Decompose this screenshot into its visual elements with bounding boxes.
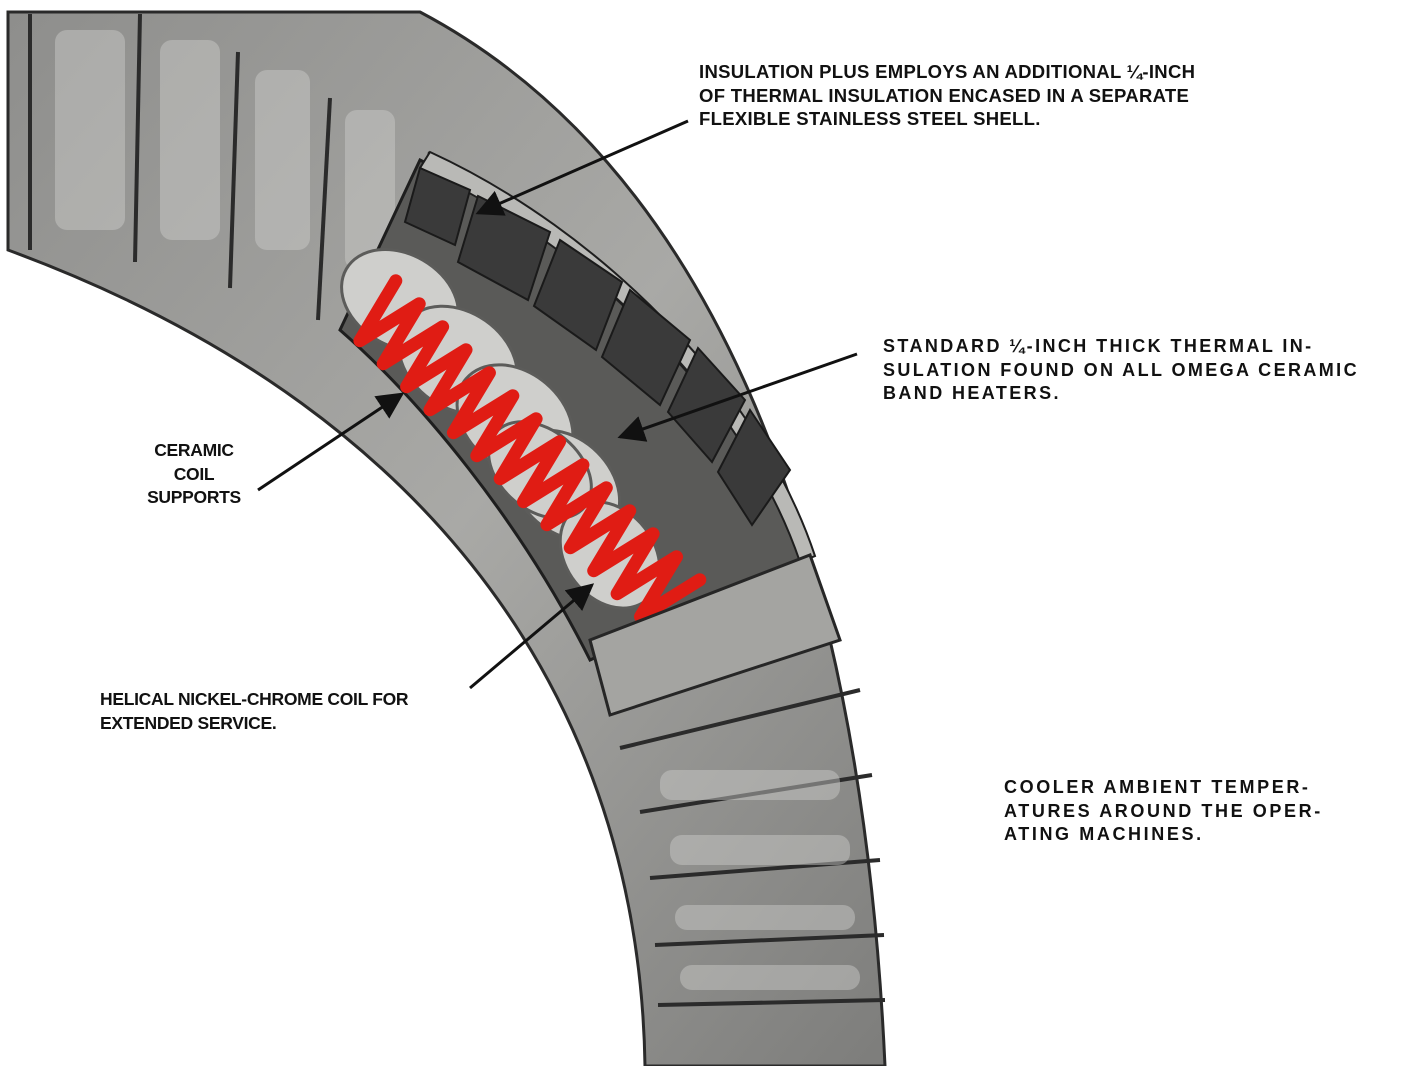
callout-line: STANDARD ¼-INCH THICK THERMAL IN- bbox=[883, 335, 1359, 359]
callout-cooler-ambient: COOLER AMBIENT TEMPER- ATURES AROUND THE… bbox=[1004, 776, 1323, 847]
callout-line: SULATION FOUND ON ALL OMEGA CERAMIC bbox=[883, 359, 1359, 383]
callout-insulation-plus: INSULATION PLUS EMPLOYS AN ADDITIONAL ¼-… bbox=[699, 60, 1195, 131]
callout-line: ATURES AROUND THE OPER- bbox=[1004, 800, 1323, 824]
callout-line: OF THERMAL INSULATION ENCASED IN A SEPAR… bbox=[699, 84, 1195, 108]
callout-standard-insulation: STANDARD ¼-INCH THICK THERMAL IN- SULATI… bbox=[883, 335, 1359, 406]
block-highlight bbox=[160, 40, 220, 240]
block-highlight bbox=[680, 965, 860, 990]
callout-line: BAND HEATERS. bbox=[883, 382, 1359, 406]
block-highlight bbox=[255, 70, 310, 250]
callout-line: FLEXIBLE STAINLESS STEEL SHELL. bbox=[699, 107, 1195, 131]
block-highlight bbox=[660, 770, 840, 800]
callout-line: HELICAL NICKEL-CHROME COIL FOR bbox=[100, 688, 408, 712]
callout-line: COOLER AMBIENT TEMPER- bbox=[1004, 776, 1323, 800]
block-highlight bbox=[675, 905, 855, 930]
callout-line: INSULATION PLUS EMPLOYS AN ADDITIONAL ¼-… bbox=[699, 60, 1195, 84]
callout-ceramic-coil-supports: CERAMIC COIL SUPPORTS bbox=[132, 439, 256, 510]
callout-line: CERAMIC bbox=[132, 439, 256, 463]
callout-line: ATING MACHINES. bbox=[1004, 823, 1323, 847]
callout-line: EXTENDED SERVICE. bbox=[100, 712, 408, 736]
callout-line: COIL bbox=[132, 463, 256, 487]
block-highlight bbox=[670, 835, 850, 865]
callout-helical-coil: HELICAL NICKEL-CHROME COIL FOR EXTENDED … bbox=[100, 688, 408, 735]
block-highlight bbox=[55, 30, 125, 230]
callout-line: SUPPORTS bbox=[132, 486, 256, 510]
